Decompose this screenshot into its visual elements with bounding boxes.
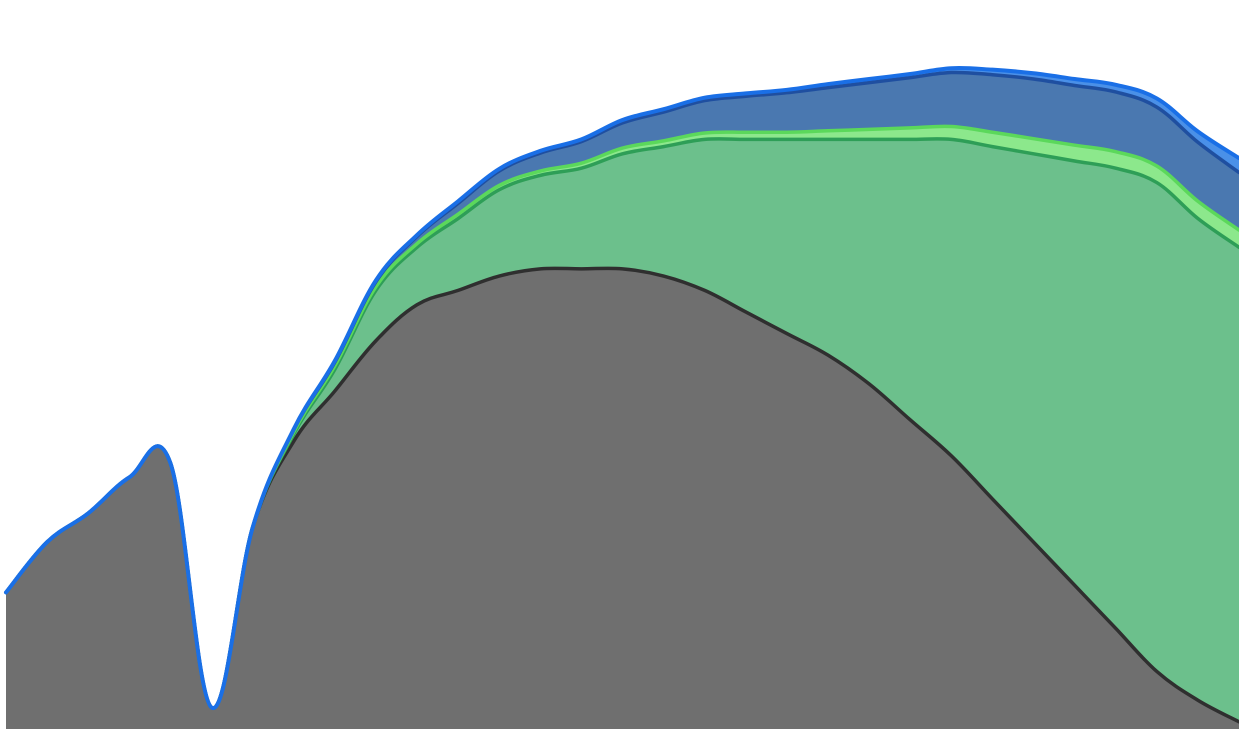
series-lines — [4, 66, 1239, 724]
area-series-2 — [6, 138, 1239, 722]
area-series-4 — [6, 72, 1239, 709]
area-series-1 — [6, 268, 1239, 729]
area-layers — [6, 68, 1239, 729]
series-line-5 — [4, 66, 1239, 710]
